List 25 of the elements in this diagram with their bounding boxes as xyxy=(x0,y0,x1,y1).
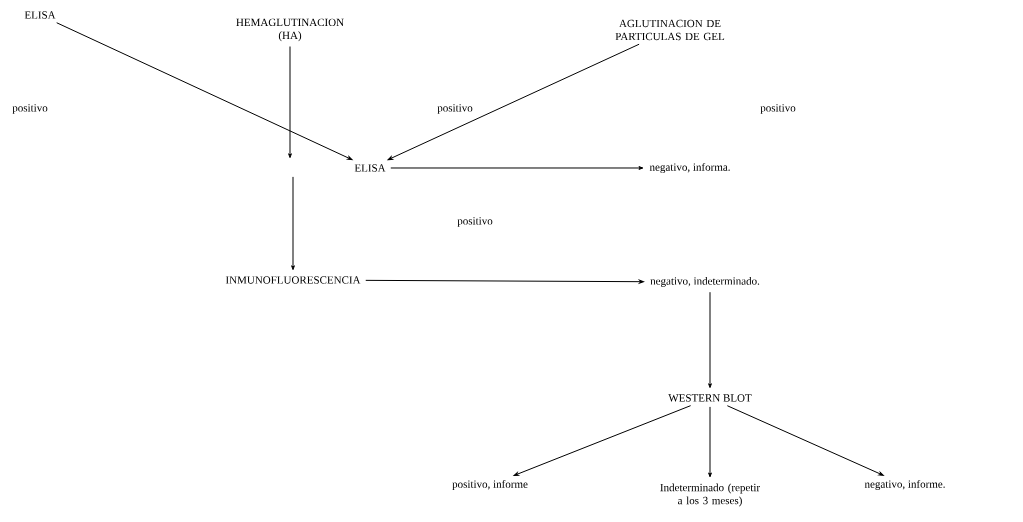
flow-text: HEMAGLUTINACION (HA) xyxy=(236,18,344,42)
arrow xyxy=(708,291,712,389)
flow-text: negativo, indeterminado. xyxy=(650,277,760,287)
flow-text: INMUNOFLUORESCENCIA xyxy=(225,276,361,284)
label-text: positivo xyxy=(12,104,48,114)
arrow xyxy=(513,405,692,476)
arrow xyxy=(390,166,644,170)
arrow xyxy=(288,46,292,159)
label-text: positivo xyxy=(760,104,796,114)
label-text: positivo xyxy=(437,104,473,114)
flow-text: negativo, informe. xyxy=(864,479,945,491)
arrow xyxy=(387,43,640,161)
flow-text: ELISA xyxy=(24,11,56,19)
arrow xyxy=(708,406,712,478)
flow-text: ELISA xyxy=(354,164,386,172)
arrow xyxy=(365,279,644,284)
flow-text: WESTERN BLOT xyxy=(668,394,752,402)
arrow xyxy=(56,22,353,161)
flow-text: Indeterminado (repetir a los 3 meses) xyxy=(660,483,760,507)
arrow xyxy=(291,176,295,271)
label-text: positivo xyxy=(457,217,493,227)
flow-text: positivo, informe xyxy=(452,479,528,491)
flow-text: negativo, informa. xyxy=(649,162,730,174)
arrow xyxy=(726,405,884,476)
flow-text: AGLUTINACION DE PARTICULAS DE GEL xyxy=(615,19,725,41)
